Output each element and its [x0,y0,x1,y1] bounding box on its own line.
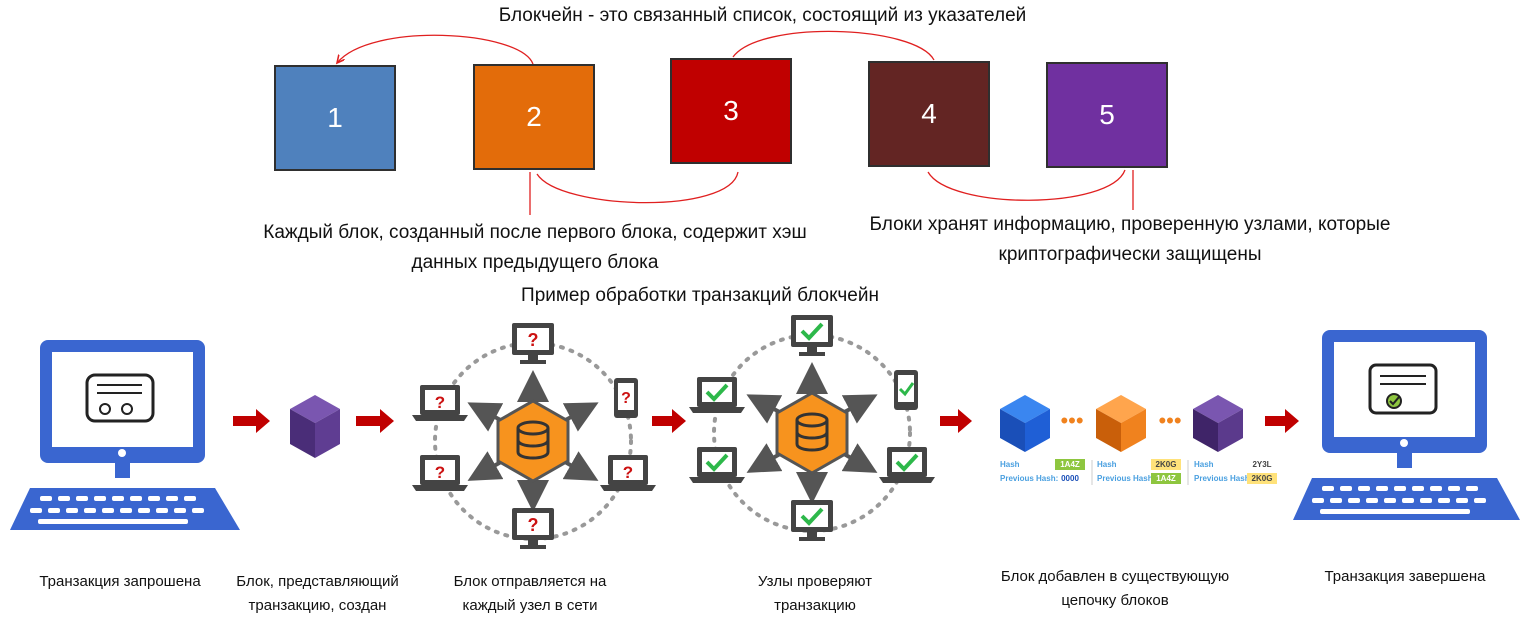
svg-text:?: ? [435,393,445,412]
block-5: 5 [1046,62,1168,168]
phone-check-right [894,370,918,410]
laptop-check-left-top [689,377,745,413]
database-node-icon-2 [775,391,849,475]
nodes-caption: Блоки хранят информацию, проверенную узл… [869,214,1391,265]
svg-text:?: ? [623,463,633,482]
prev-value-1: 0000 [1061,474,1079,483]
cube-orange-icon [1096,395,1146,452]
laptop-check-right-bottom [879,447,935,483]
laptop-check-left-bottom [689,447,745,483]
svg-text:•••: ••• [1060,408,1083,433]
block-3: 3 [670,58,792,164]
flow-arrows [233,409,1299,433]
database-node-icon [496,399,570,483]
flow-arrow-4 [940,409,972,433]
prev-label-3: Previous Hash: [1194,474,1252,483]
pointer-arcs [337,30,1134,215]
cube-blue-icon [1000,395,1050,452]
svg-text:?: ? [528,515,539,535]
computer-complete-icon [1293,330,1520,520]
step-4-label: Узлы проверяют транзакцию [757,573,873,614]
linked-list-title: Блокчейн - это связанный список, состоящ… [498,5,1027,26]
hash-value-2: 2K0G [1156,460,1177,469]
hash-value-3: 2Y3L [1252,460,1271,469]
block-4: 4 [868,61,990,167]
prev-label-2: Previous Hash: [1097,474,1155,483]
block-4-label: 4 [921,98,937,129]
hash-table: Hash 1A4Z Previous Hash: 0000 Hash 2K0G … [1000,459,1277,485]
cube-purple-icon [1193,395,1243,452]
arc-4-to-3 [732,30,935,61]
monitor-question-bottom: ? [512,508,554,549]
svg-text:?: ? [621,390,631,407]
block-2: 2 [473,64,595,170]
hash-label-2: Hash [1097,460,1117,469]
step-5-label: Блок добавлен в существующую цепочку бло… [1000,568,1230,609]
processing-title: Пример обработки транзакций блокчейн [521,285,879,306]
step-3-label: Блок отправляется на каждый узел в сети [453,573,607,614]
computer-request-icon [10,340,240,530]
monitor-check-top [791,315,833,356]
hash-label-3: Hash [1194,460,1214,469]
arc-2-to-1 [337,34,534,64]
flow-arrow-3 [652,409,686,433]
monitor-check-bottom [791,500,833,541]
step-2-label: Блок, представляющий транзакцию, создан [236,573,399,614]
phone-question-right: ? [614,378,638,418]
monitor-question-top: ? [512,323,554,364]
hash-value-1: 1A4Z [1060,460,1080,469]
prev-value-2: 1A4Z [1156,474,1176,483]
network-broadcast: ? ? ? ? ? ? [412,323,656,549]
block-2-label: 2 [526,101,542,132]
block-1-label: 1 [327,102,343,133]
arc-5-to-4 [927,169,1126,201]
flow-arrow-1 [233,409,270,433]
svg-text:?: ? [528,330,539,350]
step-1-label: Транзакция запрошена [39,573,201,590]
block-3-label: 3 [723,95,739,126]
arc-3-to-2 [536,171,739,204]
prev-label-1: Previous Hash: [1000,474,1058,483]
flow-arrow-2 [356,409,394,433]
blockchain-chain: ••• ••• [1000,395,1243,452]
network-verification [689,315,935,541]
svg-text:•••: ••• [1158,408,1181,433]
flow-arrow-5 [1265,409,1299,433]
hash-label-1: Hash [1000,460,1020,469]
laptop-question-left-bottom: ? [412,455,468,491]
step-6-label: Транзакция завершена [1324,568,1486,585]
block-5-label: 5 [1099,99,1115,130]
hash-caption: Каждый блок, созданный после первого бло… [263,222,807,273]
prev-value-3: 2K0G [1252,474,1273,483]
laptop-question-right-bottom: ? [600,455,656,491]
svg-text:?: ? [435,463,445,482]
laptop-question-left-top: ? [412,385,468,421]
transaction-cube-icon [290,395,340,458]
block-1: 1 [274,65,396,171]
